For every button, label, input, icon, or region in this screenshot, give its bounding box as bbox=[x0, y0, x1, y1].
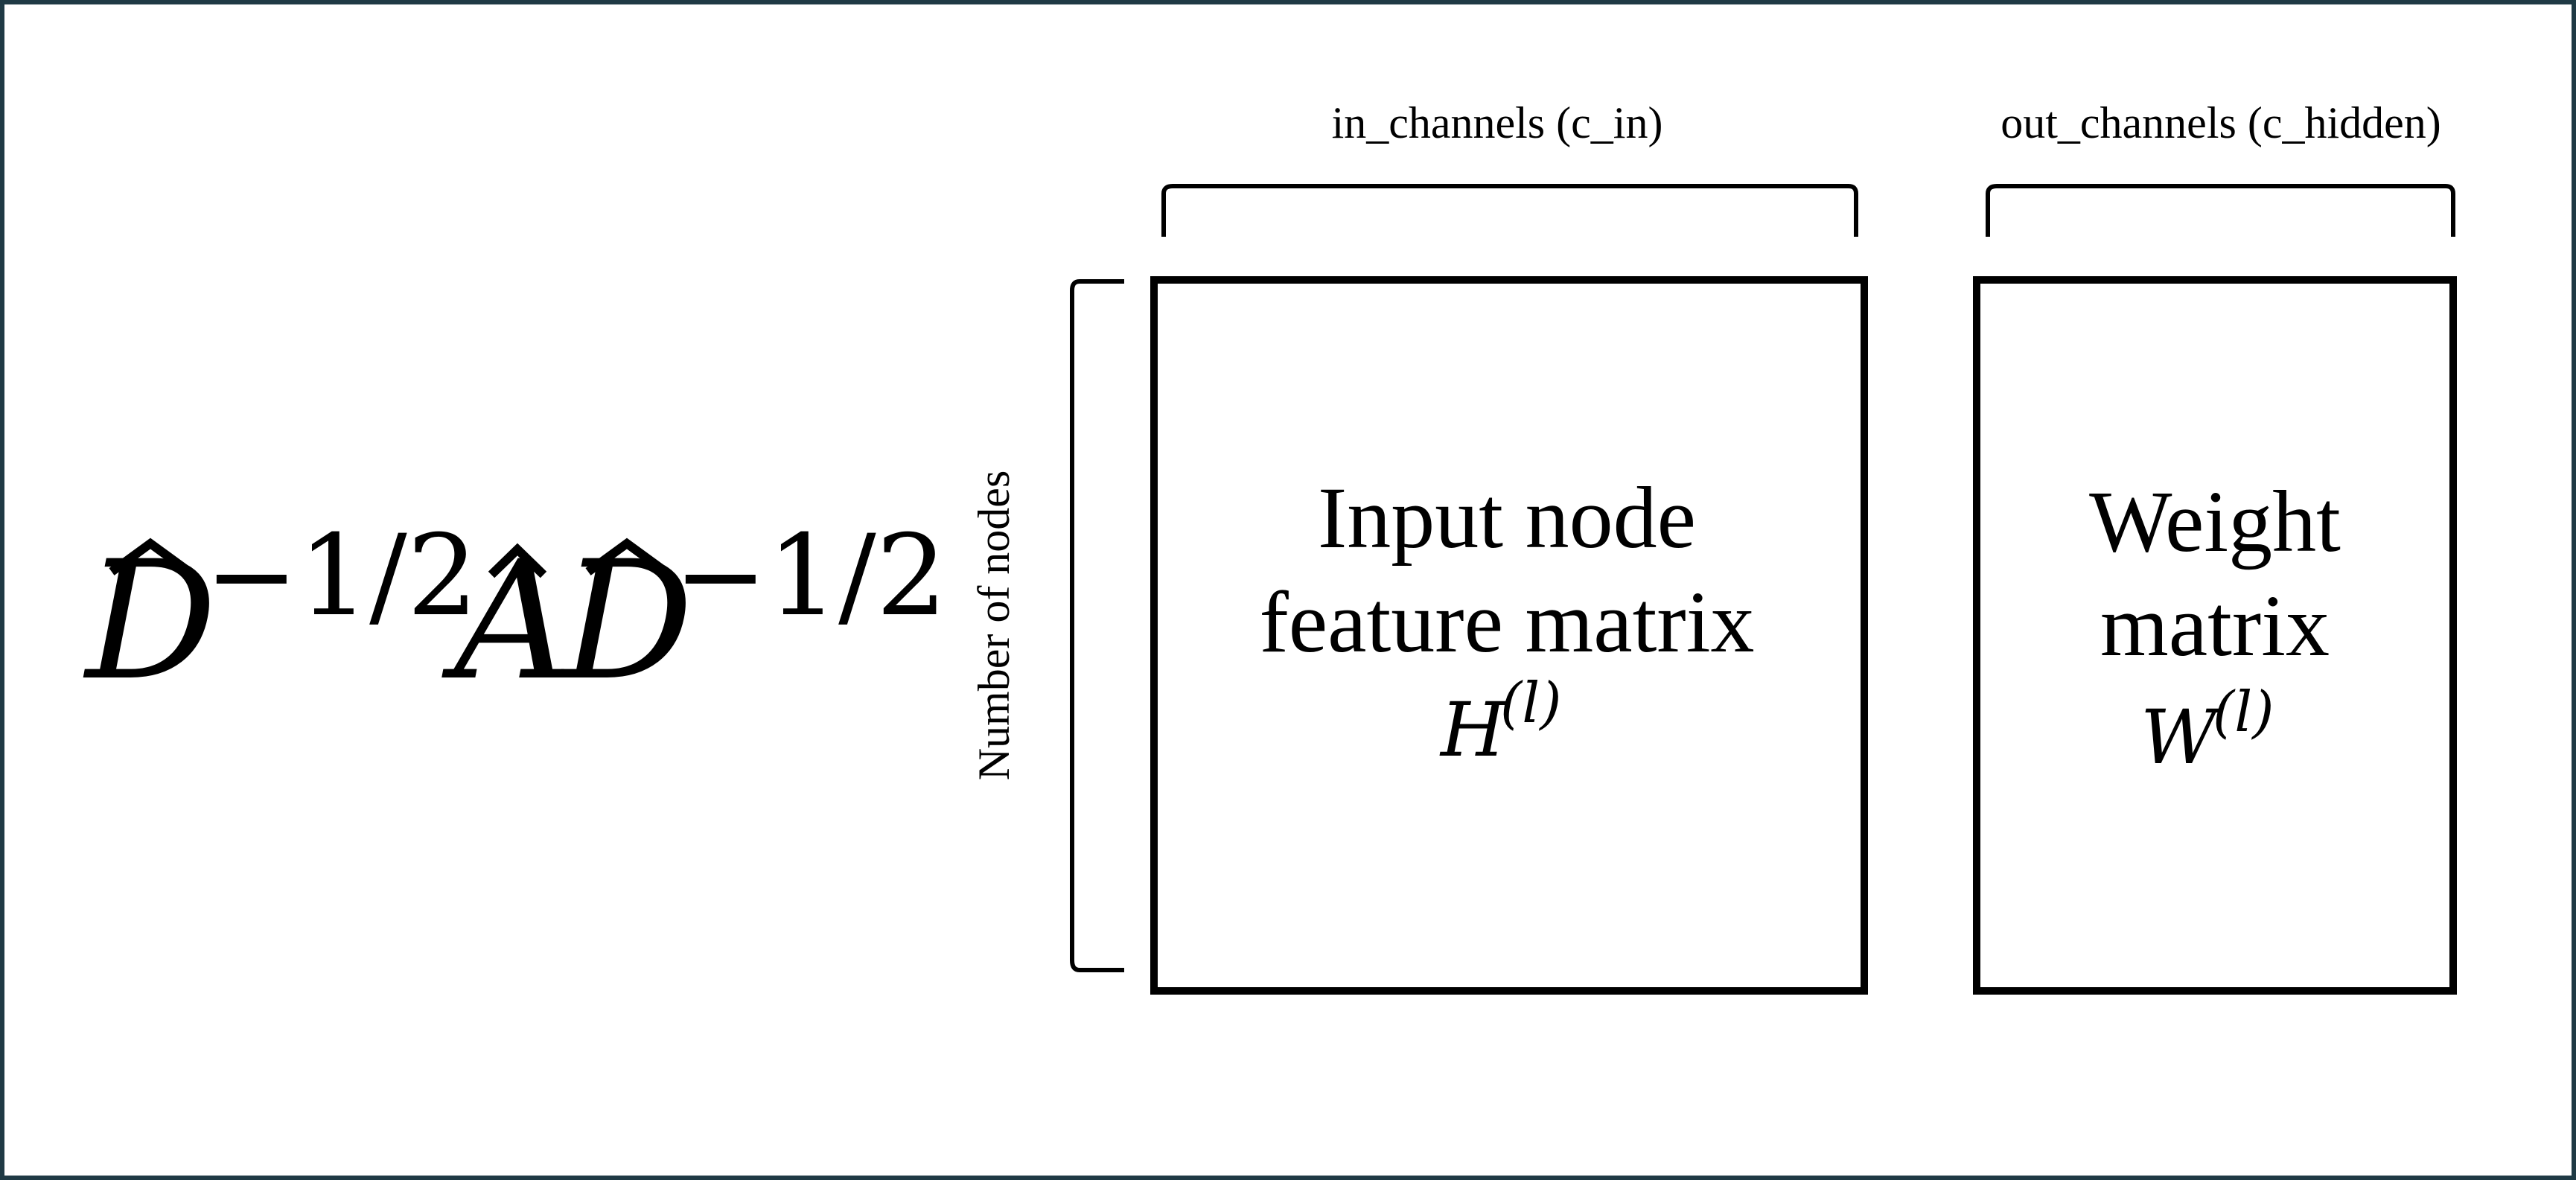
formula-d-symbol-1: D bbox=[83, 526, 217, 716]
input-matrix-symbol: H bbox=[1439, 686, 1507, 774]
input-matrix-box bbox=[1150, 276, 1868, 995]
weight-matrix-line1: Weight bbox=[2089, 473, 2341, 570]
in-channels-bracket bbox=[1161, 184, 1858, 237]
weight-matrix-line2: matrix bbox=[2100, 577, 2330, 674]
nodes-bracket bbox=[1070, 279, 1124, 972]
weight-matrix-box bbox=[1973, 276, 2457, 995]
input-matrix-line2: feature matrix bbox=[1259, 573, 1754, 671]
input-matrix-superscript: (l) bbox=[1500, 670, 1562, 736]
out-channels-bracket bbox=[1986, 184, 2455, 237]
formula-wide-hat-2 bbox=[585, 538, 669, 575]
formula-hat-a bbox=[488, 543, 547, 578]
formula-d-symbol-2: D bbox=[559, 526, 693, 716]
out-channels-label: out_channels (c_hidden) bbox=[2000, 98, 2440, 147]
normalization-formula: D −1/2 A D −1/2 bbox=[83, 511, 947, 716]
formula-wide-hat-1 bbox=[109, 538, 192, 575]
formula-exponent-1: −1/2 bbox=[205, 511, 478, 641]
formula-exponent-2: −1/2 bbox=[674, 511, 947, 641]
nodes-label: Number of nodes bbox=[969, 471, 1018, 781]
weight-matrix-symbol: W bbox=[2140, 694, 2222, 781]
input-matrix-line1: Input node bbox=[1318, 469, 1696, 567]
weight-matrix-superscript: (l) bbox=[2213, 679, 2274, 744]
in-channels-label: in_channels (c_in) bbox=[1332, 98, 1663, 147]
